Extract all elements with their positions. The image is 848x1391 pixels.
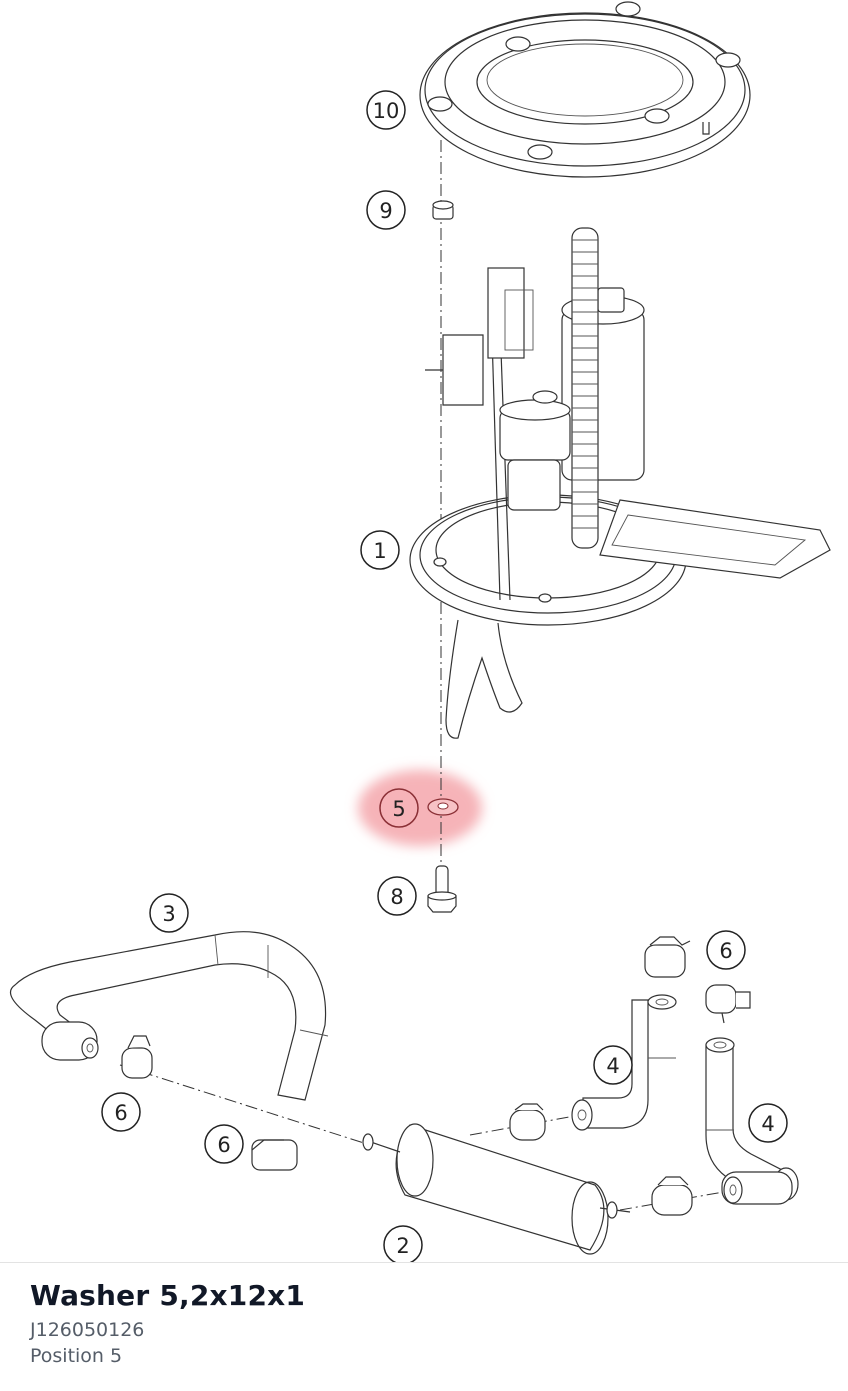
part-hose-clamp-f[interactable] [651, 1176, 693, 1216]
callout-4[interactable]: 4 [593, 1045, 633, 1085]
part-fuel-filter[interactable] [362, 1123, 631, 1255]
part-fuel-pump-module[interactable] [409, 227, 831, 739]
part-title: Washer 5,2x12x1 [30, 1279, 306, 1312]
part-spacer[interactable] [432, 200, 454, 220]
svg-text:2: 2 [396, 1234, 409, 1258]
svg-text:4: 4 [761, 1112, 774, 1136]
part-hose-clamp-c[interactable] [644, 936, 691, 978]
part-info-panel: Washer 5,2x12x1 J126050126 Position 5 [0, 1262, 848, 1391]
exploded-parts-diagram: 10 9 1 5 8 3 6 6 6 4 4 2 [10, 1, 831, 1262]
part-hose-clamp-d[interactable] [705, 984, 751, 1024]
part-elbow-hose-b[interactable] [705, 1037, 799, 1205]
svg-text:6: 6 [719, 939, 732, 963]
callout-1[interactable]: 1 [360, 530, 400, 570]
svg-text:6: 6 [217, 1133, 230, 1157]
callout-6[interactable]: 6 [706, 930, 746, 970]
part-bent-hose[interactable] [10, 931, 329, 1101]
part-flange-gasket[interactable] [419, 1, 751, 178]
svg-text:5: 5 [392, 797, 405, 821]
part-washer[interactable] [427, 798, 459, 816]
part-bolt[interactable] [427, 865, 457, 913]
callout-10[interactable]: 10 [366, 90, 406, 130]
callout-4[interactable]: 4 [748, 1103, 788, 1143]
callout-2[interactable]: 2 [383, 1225, 423, 1262]
callout-3[interactable]: 3 [149, 893, 189, 933]
callout-9[interactable]: 9 [366, 190, 406, 230]
part-position: Position 5 [30, 1345, 123, 1367]
callout-5[interactable]: 5 [379, 788, 419, 828]
svg-text:8: 8 [390, 885, 403, 909]
svg-text:1: 1 [373, 539, 386, 563]
callout-6[interactable]: 6 [101, 1092, 141, 1132]
part-hose-clamp-a[interactable] [121, 1035, 153, 1079]
svg-text:9: 9 [379, 199, 392, 223]
callout-8[interactable]: 8 [377, 876, 417, 916]
highlight-glow [358, 770, 482, 846]
svg-text:4: 4 [606, 1054, 619, 1078]
part-hose-clamp-e[interactable] [509, 1103, 546, 1141]
svg-text:3: 3 [162, 902, 175, 926]
svg-text:10: 10 [373, 99, 400, 123]
part-number: J126050126 [30, 1319, 145, 1341]
callout-6[interactable]: 6 [204, 1124, 244, 1164]
part-hose-clamp-b[interactable] [251, 1139, 298, 1171]
svg-text:6: 6 [114, 1101, 127, 1125]
part-elbow-hose-a[interactable] [571, 994, 677, 1131]
